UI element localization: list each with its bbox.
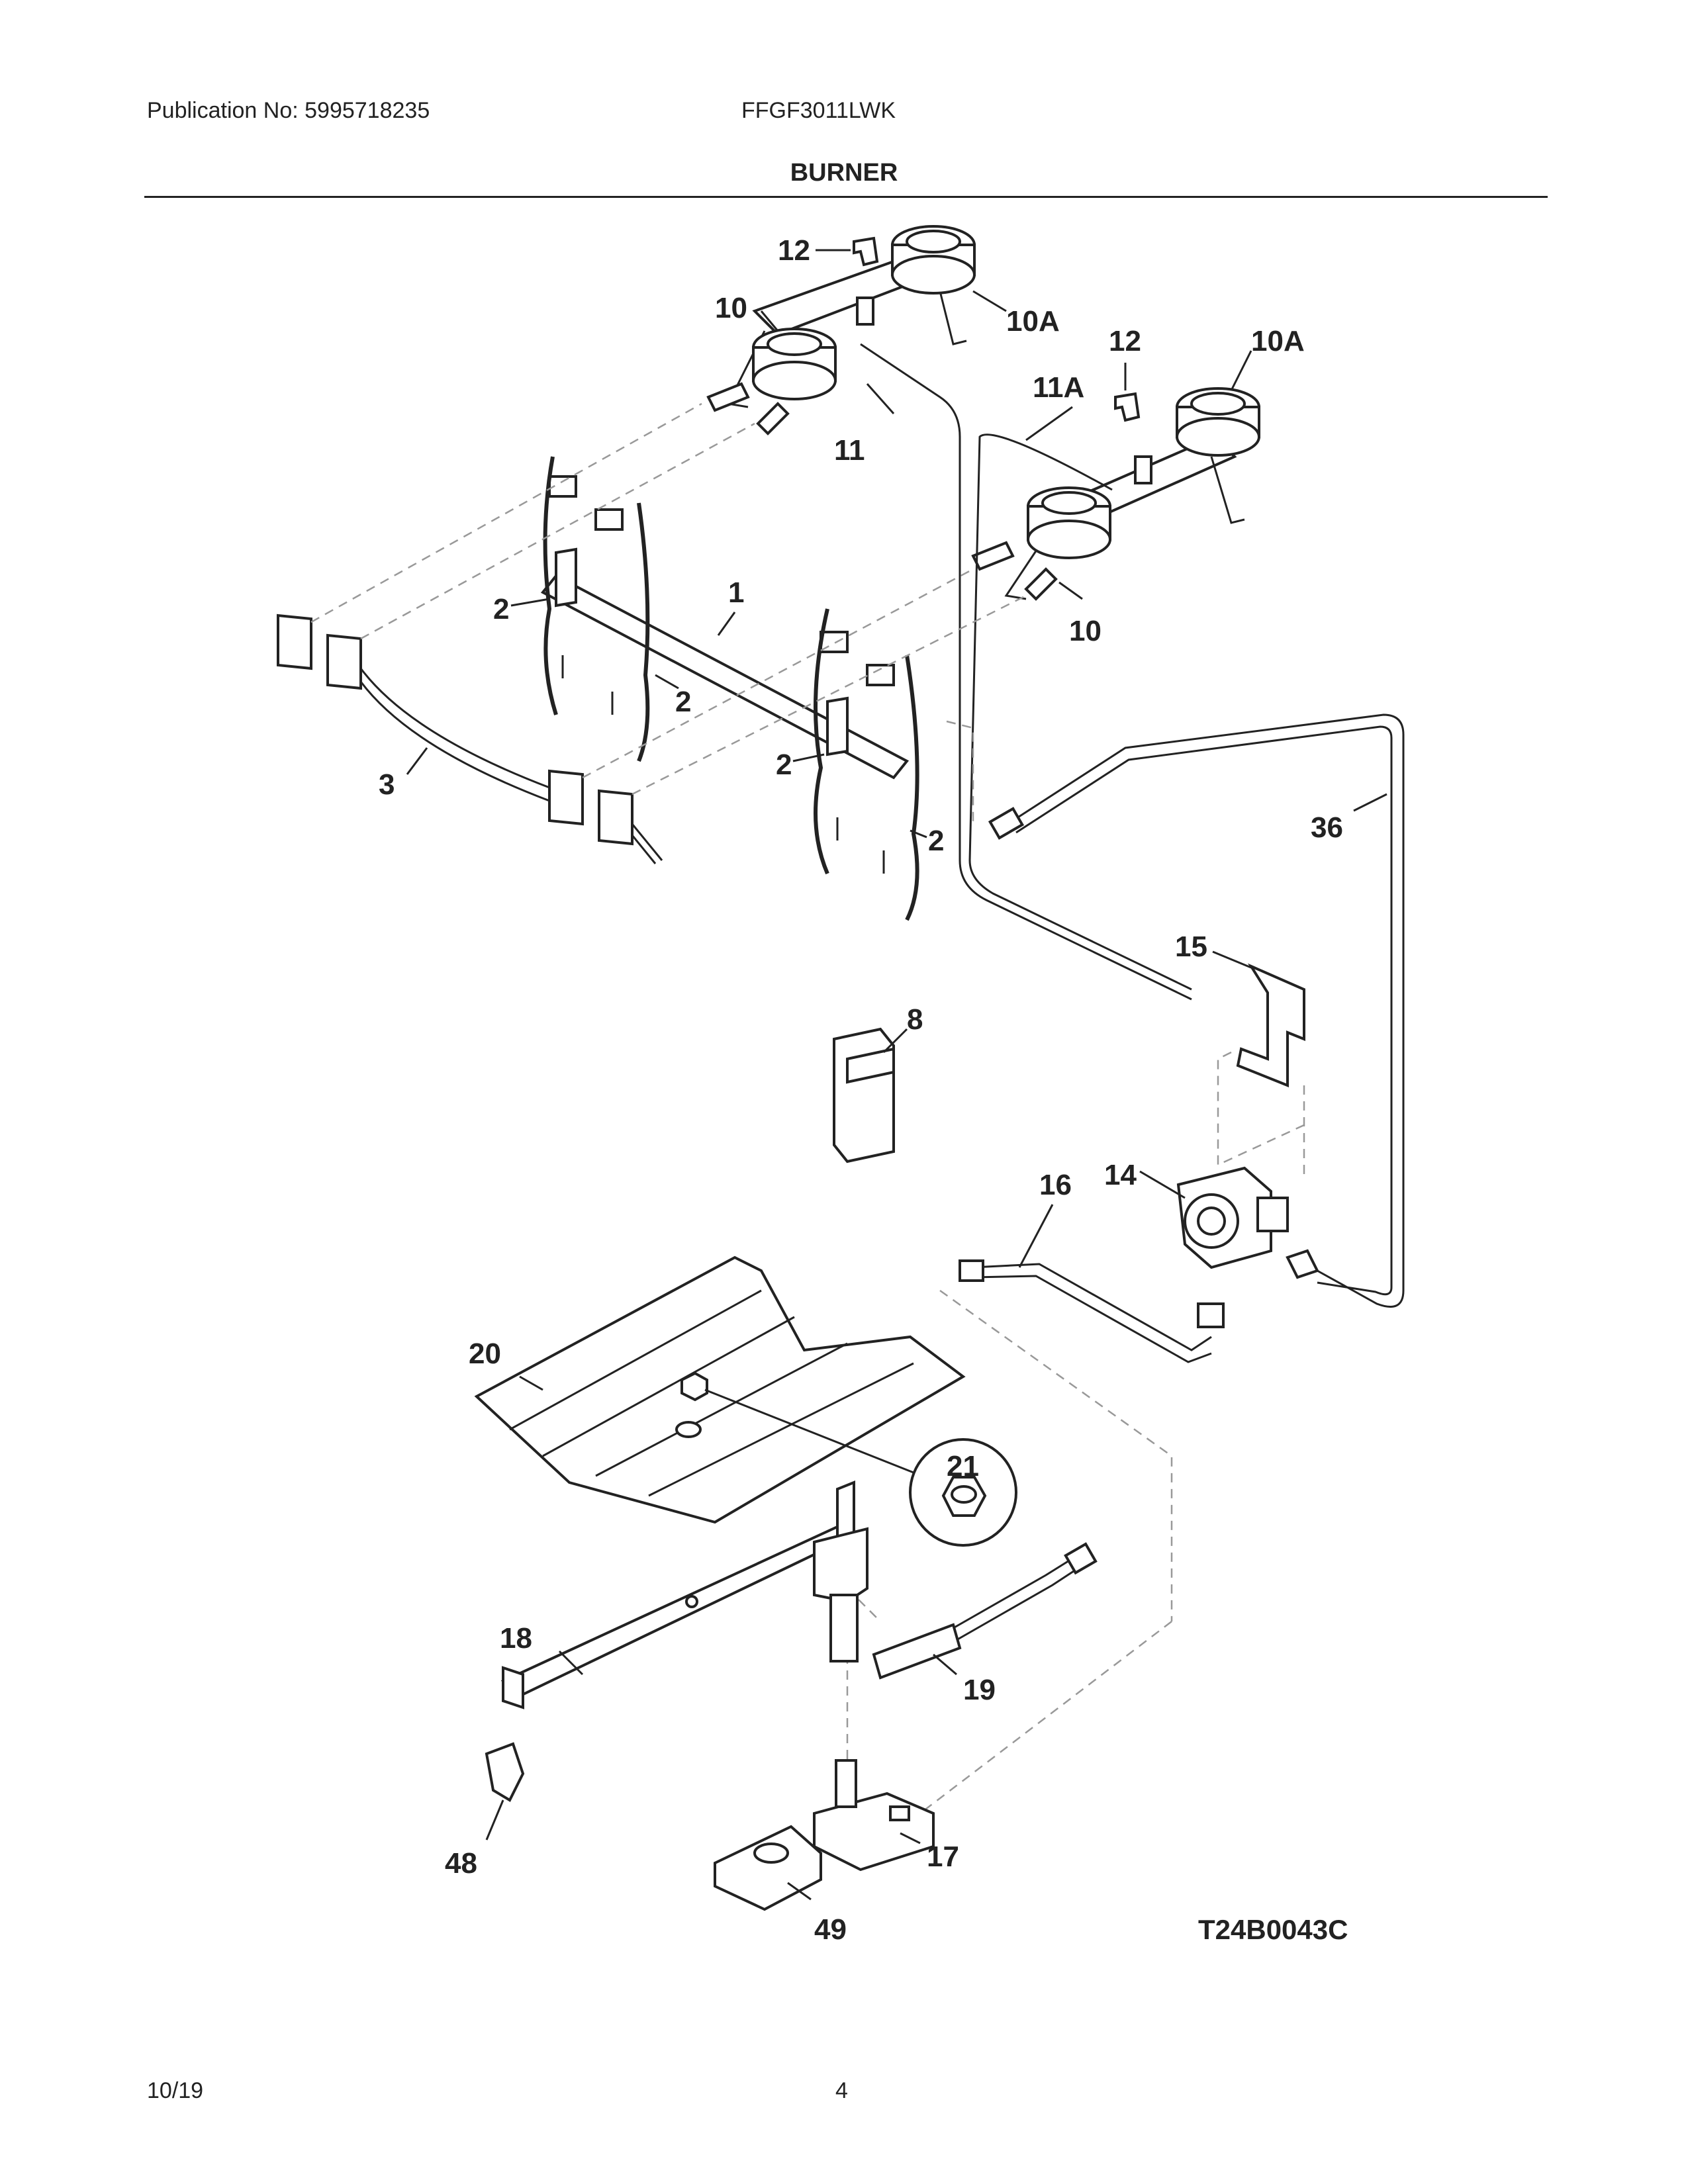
page-title: BURNER (790, 159, 898, 187)
label-10A-rear: 10A (1006, 305, 1060, 338)
burner-baffle-20 (474, 1255, 966, 1524)
brace-2d (905, 655, 919, 921)
top-burner-assembly-rear (706, 225, 976, 435)
label-11A: 11A (1033, 371, 1084, 404)
label-21: 21 (947, 1450, 979, 1482)
label-2b: 2 (675, 686, 691, 718)
label-19: 19 (963, 1674, 996, 1706)
label-48: 48 (445, 1847, 477, 1880)
label-10A-front: 10A (1251, 325, 1305, 357)
tube-36-fitting (988, 807, 1025, 840)
title-rule (144, 196, 1548, 198)
bracket-49 (714, 1825, 822, 1911)
label-16: 16 (1039, 1169, 1072, 1201)
bracket-12-front (1114, 392, 1141, 422)
nut-21-small (680, 1371, 708, 1402)
page-number: 4 (835, 2078, 848, 2103)
label-20: 20 (469, 1338, 501, 1370)
label-2c: 2 (776, 749, 792, 781)
wire-harness-3 (277, 614, 663, 864)
top-burner-assembly-front (971, 387, 1260, 601)
igniter-19 (872, 1542, 1098, 1680)
pressure-regulator-14 (1176, 1166, 1289, 1269)
clip-48 (485, 1742, 525, 1802)
label-18: 18 (500, 1622, 532, 1655)
label-17: 17 (927, 1841, 959, 1873)
publication-number: Publication No: 5995718235 (147, 98, 430, 123)
label-49: 49 (814, 1913, 847, 1946)
label-10-rear: 10 (715, 292, 747, 324)
label-14: 14 (1104, 1159, 1137, 1191)
label-12-front: 12 (1109, 325, 1141, 357)
label-2a: 2 (493, 593, 509, 625)
bracket-15 (1236, 963, 1305, 1087)
model-number: FFGF3011LWK (741, 98, 896, 123)
oven-burner-18 (500, 1480, 868, 1709)
label-15: 15 (1175, 931, 1207, 963)
tube-11A (968, 433, 1192, 991)
footer-date: 10/19 (147, 2078, 204, 2103)
brace-2a (543, 456, 558, 715)
label-10-front: 10 (1069, 615, 1102, 647)
brace-2b (637, 502, 650, 762)
oven-safety-valve-17 (813, 1759, 935, 1872)
diagram-code: T24B0043C (1198, 1914, 1348, 1945)
label-8: 8 (907, 1003, 923, 1036)
label-1: 1 (728, 576, 744, 609)
brace-2c (814, 608, 829, 875)
spark-module-8 (833, 1027, 895, 1163)
tube-11 (860, 343, 1192, 1001)
tube-36 (1012, 713, 1405, 1308)
label-3: 3 (379, 768, 395, 801)
label-2d: 2 (928, 825, 944, 857)
label-11: 11 (834, 434, 865, 467)
label-12-rear: 12 (778, 234, 810, 267)
label-36: 36 (1311, 811, 1343, 844)
bracket-12-rear (853, 236, 879, 267)
tube-16 (972, 1263, 1212, 1351)
